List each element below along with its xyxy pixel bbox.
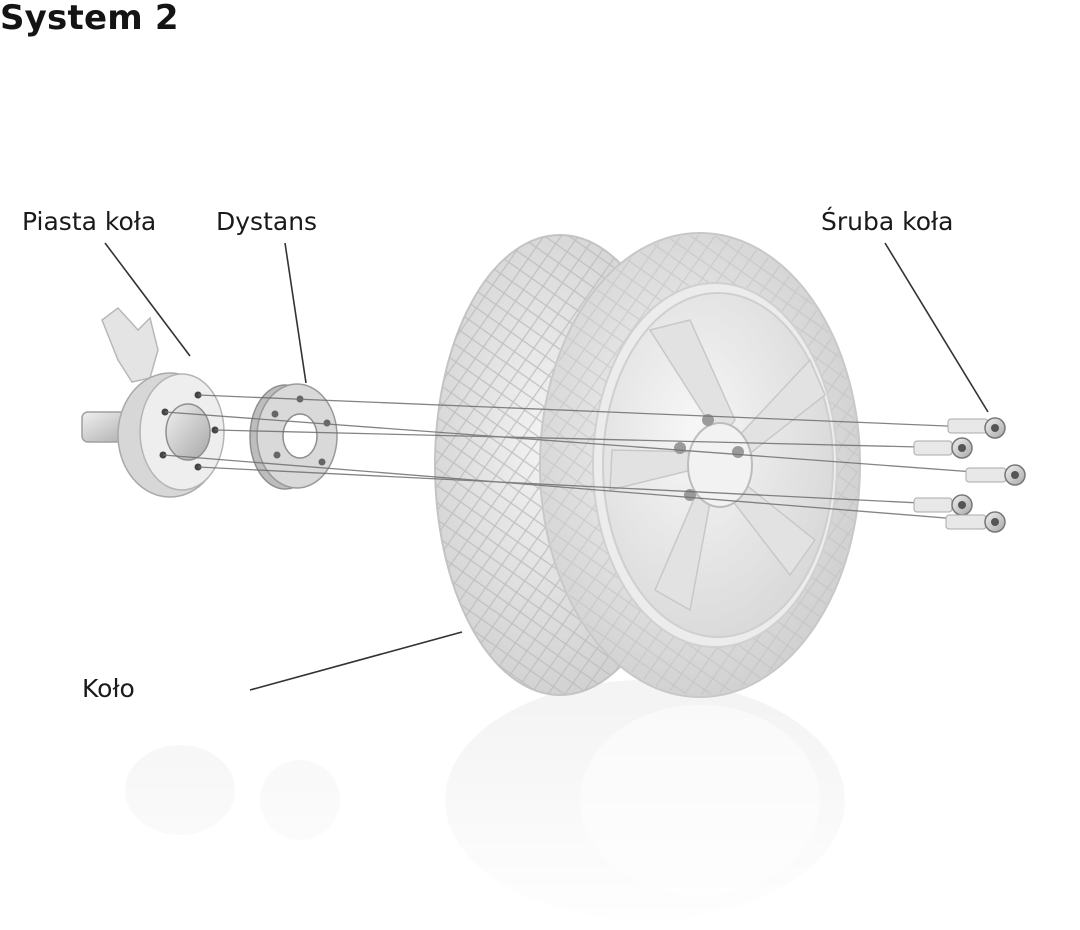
leader-wheel — [249, 631, 463, 691]
wheel-hub — [81, 306, 225, 498]
leader-hub — [104, 242, 191, 357]
label-wheel-hub: Piasta koła — [22, 207, 157, 236]
leader-spacer — [284, 242, 307, 384]
wheel-bolt — [945, 511, 1006, 533]
wheel-bolt — [913, 494, 973, 516]
leader-bolt — [884, 242, 989, 413]
label-wheel-bolt: Śruba koła — [821, 207, 954, 236]
wheel-bolt — [913, 437, 973, 459]
diagram-title: System 2 — [0, 0, 179, 38]
wheel-bolt — [947, 417, 1006, 439]
stud-guide-lines — [162, 394, 1016, 523]
wheel-bolts — [913, 417, 1026, 533]
label-wheel: Koło — [82, 674, 135, 703]
rim — [602, 292, 834, 638]
wheel-bolt — [965, 464, 1026, 486]
floor-reflection — [0, 680, 1080, 930]
label-spacer: Dystans — [216, 207, 318, 236]
